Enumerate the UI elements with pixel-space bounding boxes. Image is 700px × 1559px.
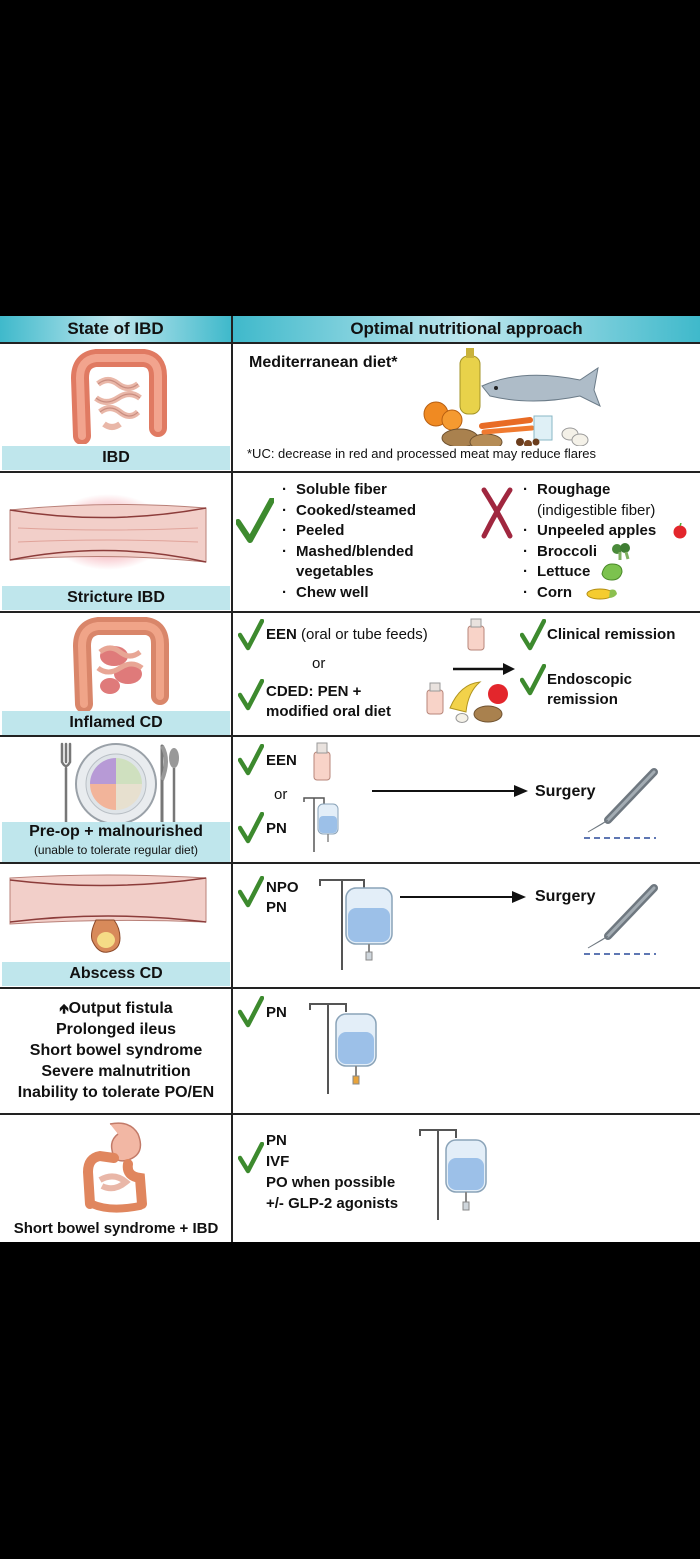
checkmark-icon [238,619,264,651]
header-approach: Optimal nutritional approach [233,316,700,342]
short-bowel-illustration [70,1120,170,1216]
plate-cutlery-illustration [56,740,182,826]
list-item: 🡹Output fistula [59,1000,173,1017]
pn-option: PN [266,820,287,837]
mediterranean-diet-title: Mediterranean diet* [249,354,398,371]
scalpel-icon [580,884,660,960]
up-arrow-icon: 🡹 [59,1001,69,1016]
or-text: or [274,786,288,803]
checkmark-icon [238,679,264,711]
ibd-nutrition-table: State of IBD Optimal nutritional approac… [0,316,700,1242]
stricture-recommended-list: Soluble fiber Cooked/steamed Peeled Mash… [280,480,440,603]
row-label-stricture: Stricture IBD [2,586,230,610]
row-divider [0,1113,700,1115]
inflamed-colon-illustration [64,616,174,712]
iv-bag-icon [316,876,400,972]
ibd-footnote: *UC: decrease in red and processed meat … [247,446,597,461]
abscess-options: NPO PN [266,879,299,916]
row-divider [0,342,700,344]
column-divider [231,316,233,1242]
stricture-bowel-illustration [8,482,208,576]
list-item: Unpeeled apples [521,521,697,542]
row-divider [0,611,700,613]
arrow-icon [400,890,526,904]
een-option: EEN (oral or tube feeds) [266,626,428,643]
surgery-label: Surgery [535,783,596,800]
or-text: or [312,655,326,672]
mediterranean-food-illustration [412,346,612,446]
iv-bag-icon [302,796,342,852]
broccoli-icon [610,542,636,562]
feeding-bottle-icon [311,742,333,782]
row-divider [0,987,700,989]
apple-icon [672,523,688,539]
checkmark-icon [238,744,264,776]
row-label-ibd: IBD [2,446,230,470]
header-state: State of IBD [0,316,231,342]
scalpel-icon [580,768,660,844]
list-item: Roughage(indigestible fiber) [521,480,697,521]
pn-option: PN [266,1004,287,1021]
iv-bag-icon [306,1000,382,1096]
cross-icon [480,486,514,540]
sbs-options: PN IVF PO when possible +/- GLP-2 agonis… [266,1130,398,1214]
list-item: Soluble fiber [280,480,440,501]
stricture-avoid-list: Roughage(indigestible fiber) Unpeeled ap… [521,480,697,603]
list-item: PN [266,1132,287,1149]
feeding-bottle-icon [465,618,487,652]
list-item: PO when possible [266,1174,396,1191]
checkmark-icon [238,1142,264,1174]
list-item: Peeled [280,521,440,542]
clinical-remission: Clinical remission [547,626,676,643]
cded-option: CDED: PEN + modified oral diet [266,683,392,720]
row-divider [0,471,700,473]
checkmark-icon [238,876,264,908]
list-item: Prolonged ileus [55,1021,176,1038]
row-label-inflamed: Inflamed CD [2,711,230,735]
surgery-label: Surgery [535,888,596,905]
row-divider [0,862,700,864]
checkmark-icon [520,619,546,651]
food-icon [446,678,510,724]
list-item: Broccoli [521,542,697,563]
row-label-abscess: Abscess CD [2,962,230,986]
lettuce-icon [600,562,624,582]
list-item: IVF [266,1153,290,1170]
een-option: EEN [266,752,297,769]
arrow-icon [453,662,515,676]
corn-icon [584,586,618,602]
list-item: Chew well [280,583,440,604]
arrow-icon [372,784,528,798]
list-item: Mashed/blended vegetables [280,542,426,583]
list-item: Severe malnutrition [41,1063,191,1080]
feeding-bottle-icon [424,682,446,716]
fistula-conditions: 🡹Output fistula Prolonged ileus Short bo… [2,998,230,1103]
list-item: Inability to tolerate PO/EN [17,1084,215,1101]
endoscopic-remission: Endoscopic remission [547,671,633,708]
checkmark-icon [238,812,264,844]
list-item: Short bowel syndrome [29,1042,203,1059]
row-divider [0,735,700,737]
abscess-bowel-illustration [8,868,208,958]
list-item: +/- GLP-2 agonists [266,1195,399,1212]
list-item: Corn [521,583,697,604]
checkmark-icon [520,664,546,696]
row-label-sbs: Short bowel syndrome + IBD [13,1220,219,1237]
iv-bag-icon [416,1126,492,1222]
list-item: Cooked/steamed [280,501,440,522]
list-item: Lettuce [521,562,697,583]
colon-illustration [62,348,172,444]
checkmark-icon [236,498,274,544]
row-label-preop: Pre-op + malnourished (unable to tolerat… [2,822,230,862]
checkmark-icon [238,996,264,1028]
